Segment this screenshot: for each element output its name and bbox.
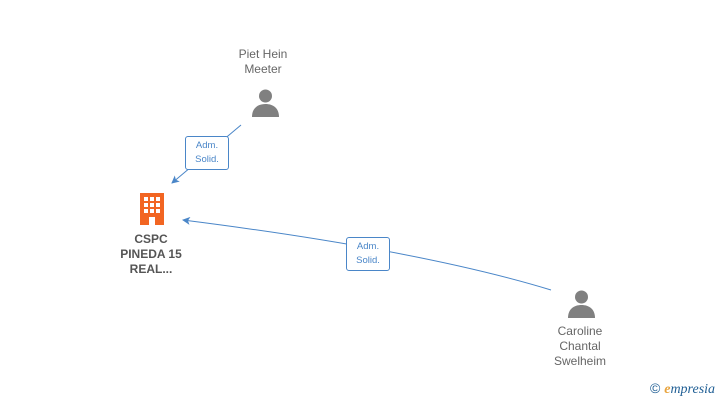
edge-label-line: Solid. bbox=[195, 154, 219, 165]
person-name-line: Meeter bbox=[244, 62, 282, 76]
company-node-cspc-pineda[interactable]: CSPC PINEDA 15 REAL... bbox=[100, 232, 202, 277]
person-name-line: Piet Hein bbox=[238, 47, 288, 61]
empresia-watermark: © empresia bbox=[650, 379, 715, 399]
person-name-line: Swelheim bbox=[553, 354, 607, 368]
building-icon[interactable] bbox=[137, 192, 167, 226]
edge-label-line: Adm. bbox=[356, 241, 380, 252]
copyright-icon: © bbox=[650, 380, 661, 396]
company-name-line: REAL... bbox=[129, 262, 173, 276]
edge-label-adm-solid[interactable]: Adm. Solid. bbox=[185, 136, 229, 170]
edge-label-line: Solid. bbox=[356, 255, 380, 266]
person-node-caroline-chantal-swelheim[interactable]: Caroline Chantal Swelheim bbox=[530, 324, 630, 369]
logo-text: mpresia bbox=[670, 382, 716, 397]
logo-letter: e bbox=[664, 382, 671, 397]
company-name-line: CSPC bbox=[134, 232, 168, 246]
edge-label-adm-solid[interactable]: Adm. Solid. bbox=[346, 237, 390, 271]
person-node-piet-hein-meeter[interactable]: Piet Hein Meeter bbox=[213, 47, 313, 77]
empresia-logo: empresia bbox=[664, 382, 715, 397]
company-name-line: PINEDA 15 bbox=[120, 247, 182, 261]
edge-caroline-to-company bbox=[182, 216, 552, 291]
edge-label-line: Adm. bbox=[195, 140, 219, 151]
person-name-line: Chantal bbox=[559, 339, 601, 353]
person-name-line: Caroline bbox=[557, 324, 603, 338]
person-icon[interactable] bbox=[566, 289, 597, 319]
person-icon[interactable] bbox=[250, 88, 281, 118]
